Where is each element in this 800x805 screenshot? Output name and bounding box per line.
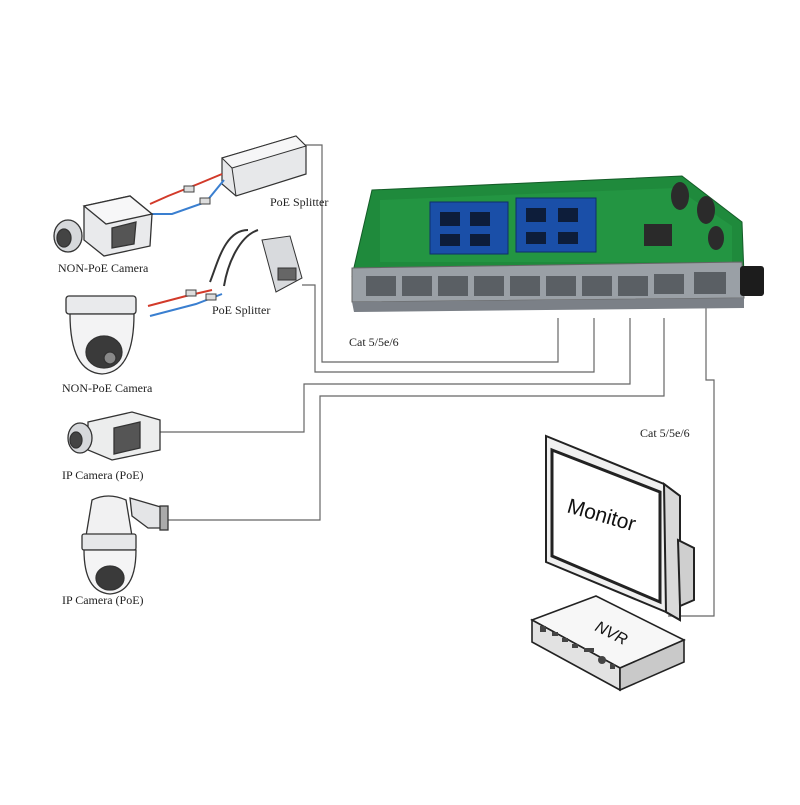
- box-camera-icon: [53, 195, 154, 257]
- ethernet-ports: [366, 272, 726, 296]
- poe-splitter-box-1: [149, 135, 307, 215]
- bullet-camera-icon: [67, 411, 161, 461]
- nvr-front-buttons: [540, 626, 615, 669]
- ip-camera-label-1: IP Camera (PoE): [62, 468, 144, 482]
- ip-camera-label-2: IP Camera (PoE): [62, 593, 144, 607]
- capacitor-icon: [671, 182, 724, 250]
- heatsink-blocks: [429, 197, 597, 255]
- non-poe-camera-label-1: NON-PoE Camera: [58, 261, 149, 275]
- poe-splitter-label-2: PoE Splitter: [212, 303, 271, 317]
- nvr-icon: NVR: [530, 595, 686, 692]
- wiring: [160, 144, 715, 617]
- cable-label-nvr: Cat 5/5e/6: [640, 426, 690, 440]
- ptz-camera-icon: [81, 495, 169, 595]
- non-poe-camera-label-2: NON-PoE Camera: [62, 381, 153, 395]
- poe-splitter-cable-2: [147, 229, 303, 317]
- poe-splitter-label-1: PoE Splitter: [270, 195, 329, 209]
- power-jack-icon: [740, 266, 764, 296]
- chip-icon: [644, 224, 672, 246]
- monitor-icon: Monitor: [545, 434, 695, 622]
- poe-switch: [351, 175, 764, 312]
- cable-label-switch: Cat 5/5e/6: [349, 335, 399, 349]
- dome-camera-icon: [65, 295, 137, 375]
